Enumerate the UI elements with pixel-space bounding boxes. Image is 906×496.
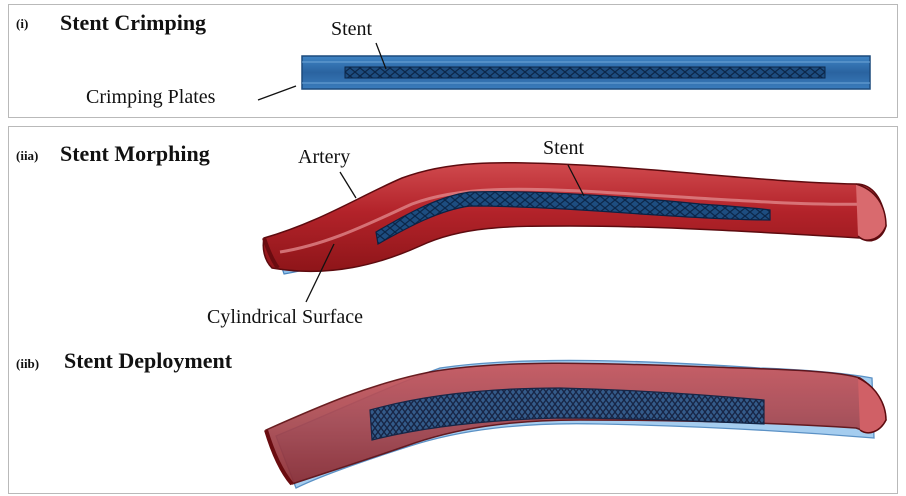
panel-iib-tag: (iib) — [16, 356, 39, 372]
artery-leader-line — [340, 172, 356, 198]
plates-leader-line — [258, 86, 296, 100]
panel-iib-title: Stent Deployment — [64, 348, 232, 374]
panel-i-tag: (i) — [16, 16, 28, 32]
artery-label: Artery — [298, 146, 350, 169]
artery-iia-end-ring — [856, 184, 886, 240]
panel-iia-tag: (iia) — [16, 148, 38, 164]
crimping-plates-label: Crimping Plates — [86, 86, 215, 109]
stent-label-i: Stent — [331, 18, 372, 41]
cylindrical-surface-label: Cylindrical Surface — [207, 306, 363, 329]
stent-label-iia: Stent — [543, 137, 584, 160]
crimped-stent-shape — [345, 67, 825, 78]
panel-i-title: Stent Crimping — [60, 10, 206, 36]
panel-iia-title: Stent Morphing — [60, 141, 210, 167]
